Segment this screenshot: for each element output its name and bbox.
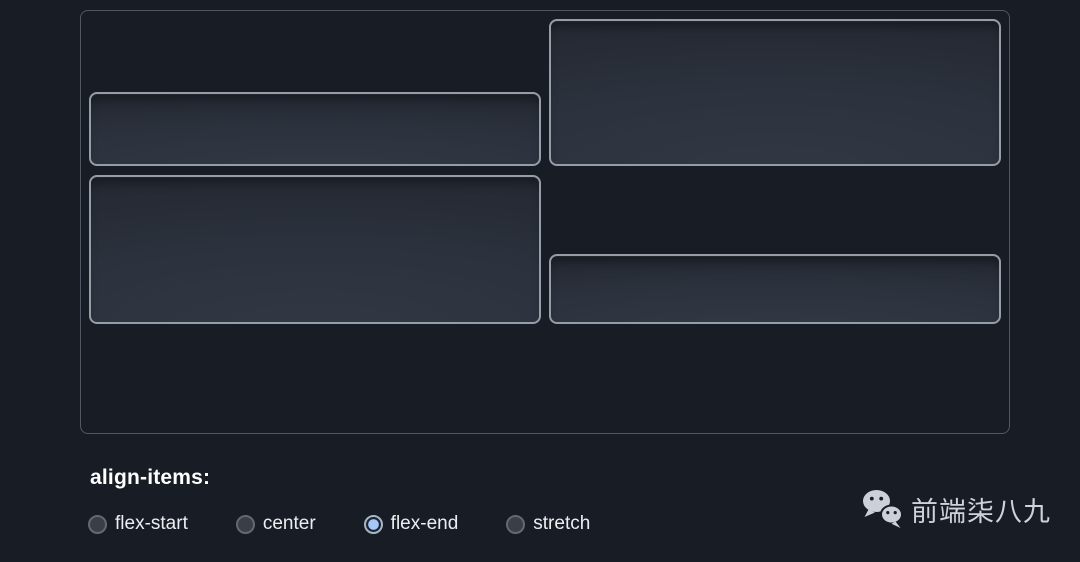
radio-input-flex-start[interactable]: [88, 514, 107, 534]
flex-item-1: [89, 92, 541, 166]
radio-option-center[interactable]: center: [235, 513, 316, 535]
radio-input-flex-end[interactable]: [363, 514, 383, 534]
align-items-radio-group: flex-start center flex-end stretch: [88, 513, 590, 535]
radio-label-center: center: [262, 513, 316, 534]
align-items-label: align-items:: [90, 466, 211, 489]
flex-item-3: [89, 175, 541, 324]
radio-input-stretch[interactable]: [506, 514, 526, 534]
radio-input-center[interactable]: [235, 514, 255, 534]
flex-item-2: [549, 19, 1001, 166]
watermark-brand-text: 前端柒八九: [911, 496, 1051, 527]
radio-option-flex-start[interactable]: flex-start: [88, 513, 188, 535]
radio-label-flex-end: flex-end: [390, 513, 459, 534]
radio-option-flex-end[interactable]: flex-end: [363, 513, 459, 535]
wechat-icon: [860, 488, 906, 530]
flex-item-4: [549, 254, 1001, 324]
radio-label-flex-start: flex-start: [115, 513, 188, 534]
radio-label-stretch: stretch: [533, 513, 591, 534]
flex-demo-container: [80, 10, 1010, 434]
radio-option-stretch[interactable]: stretch: [506, 513, 590, 535]
watermark: 前端柒八九: [860, 488, 1051, 530]
